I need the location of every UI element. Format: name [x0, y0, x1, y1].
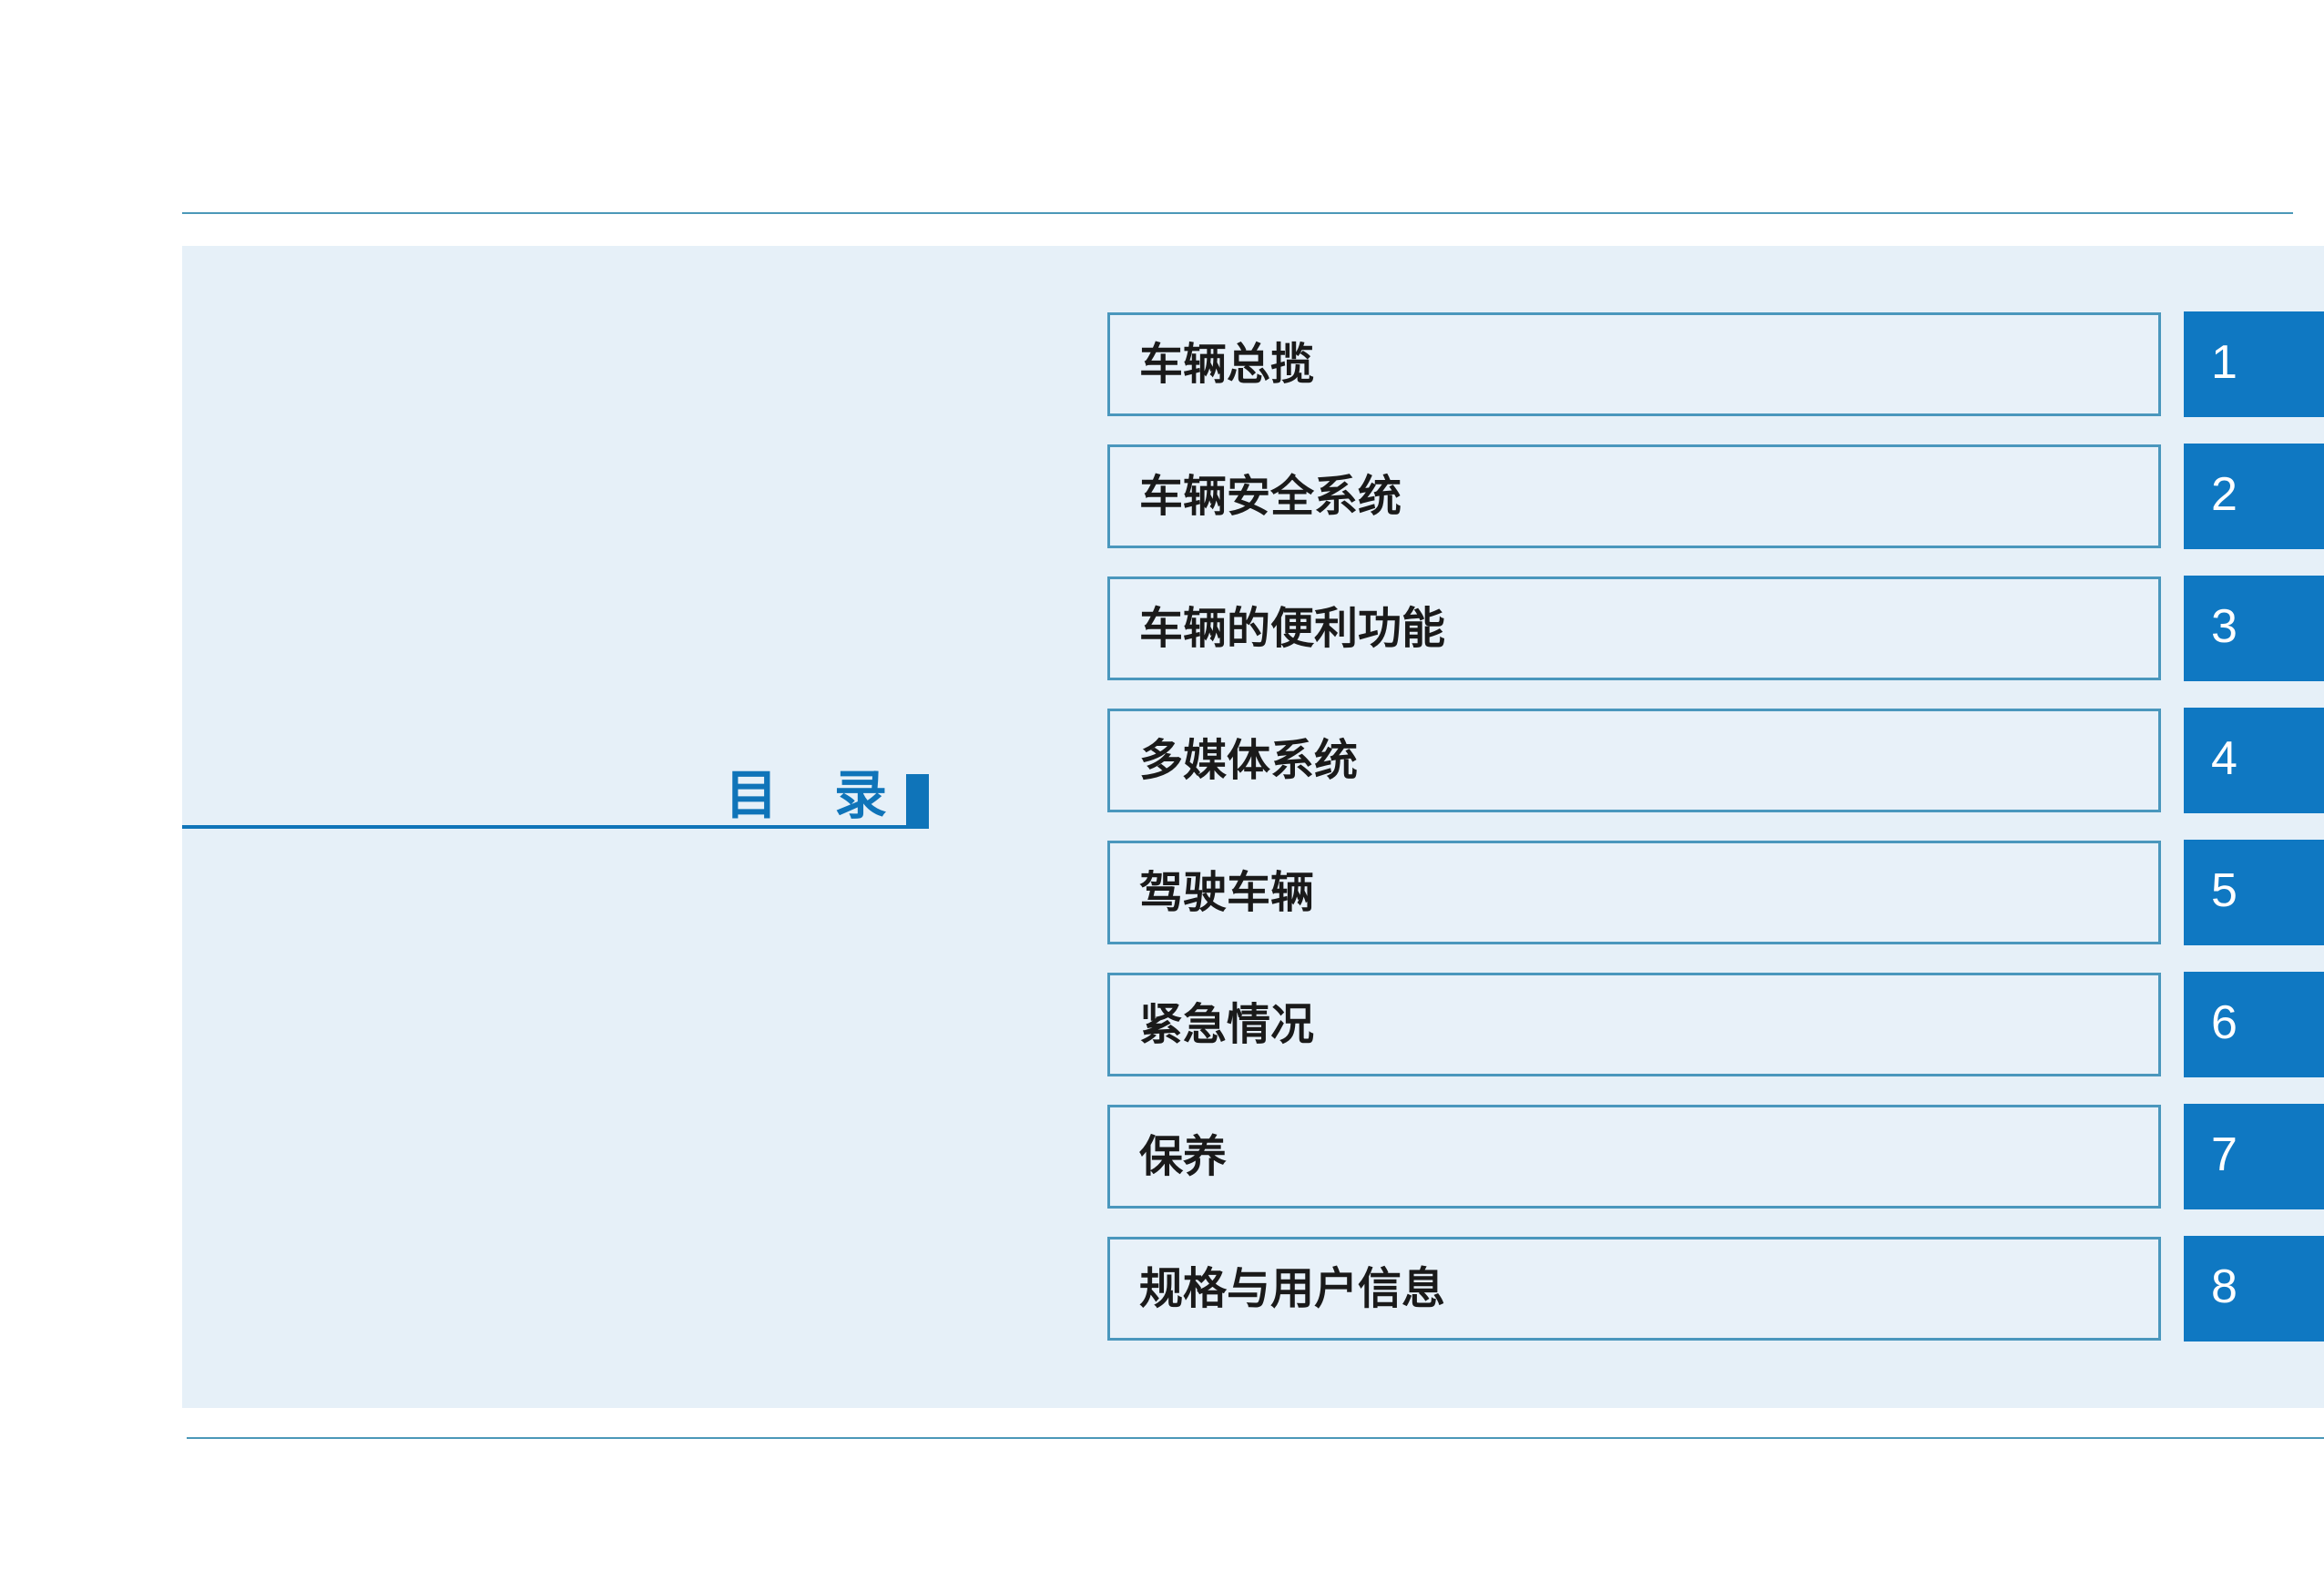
- title-underline: [182, 825, 929, 829]
- chapter-number-tab[interactable]: 1: [2184, 311, 2324, 417]
- chapter-link[interactable]: 紧急情况: [1107, 973, 2161, 1076]
- chapter-label: 规格与用户信息: [1139, 1263, 1446, 1314]
- chapter-label: 车辆安全系统: [1139, 471, 1402, 522]
- chapter-label: 车辆总揽: [1139, 339, 1315, 390]
- chapter-number-tab[interactable]: 5: [2184, 840, 2324, 945]
- chapter-link[interactable]: 驾驶车辆: [1107, 841, 2161, 944]
- chapter-label: 车辆的便利功能: [1139, 603, 1446, 654]
- chapter-number: 2: [2211, 468, 2237, 521]
- chapter-label: 保养: [1139, 1131, 1228, 1182]
- chapter-link[interactable]: 车辆安全系统: [1107, 444, 2161, 548]
- chapter-link[interactable]: 保养: [1107, 1105, 2161, 1209]
- chapter-number: 3: [2211, 600, 2237, 653]
- bottom-rule: [187, 1437, 2324, 1439]
- chapter-link[interactable]: 车辆总揽: [1107, 312, 2161, 416]
- chapter-number: 1: [2211, 336, 2237, 389]
- chapter-label: 多媒体系统: [1139, 735, 1359, 786]
- top-rule: [182, 212, 2293, 214]
- chapter-number-tab[interactable]: 7: [2184, 1104, 2324, 1209]
- chapter-number: 6: [2211, 996, 2237, 1049]
- chapter-number-tab[interactable]: 8: [2184, 1236, 2324, 1341]
- chapter-number: 5: [2211, 864, 2237, 917]
- chapter-label: 驾驶车辆: [1139, 867, 1315, 918]
- chapter-number-tab[interactable]: 6: [2184, 972, 2324, 1077]
- chapter-link[interactable]: 多媒体系统: [1107, 709, 2161, 812]
- page-title-char-1: 目: [725, 764, 779, 826]
- chapter-number: 7: [2211, 1128, 2237, 1181]
- chapter-label: 紧急情况: [1139, 999, 1315, 1050]
- chapter-link[interactable]: 车辆的便利功能: [1107, 576, 2161, 680]
- chapter-number-tab[interactable]: 3: [2184, 576, 2324, 681]
- chapter-number-tab[interactable]: 2: [2184, 444, 2324, 549]
- title-accent-bar: [906, 774, 929, 829]
- page-title-char-2: 录: [834, 764, 888, 826]
- chapter-number-tab[interactable]: 4: [2184, 708, 2324, 813]
- chapter-link[interactable]: 规格与用户信息: [1107, 1237, 2161, 1341]
- chapter-number: 8: [2211, 1260, 2237, 1313]
- chapter-number: 4: [2211, 732, 2237, 785]
